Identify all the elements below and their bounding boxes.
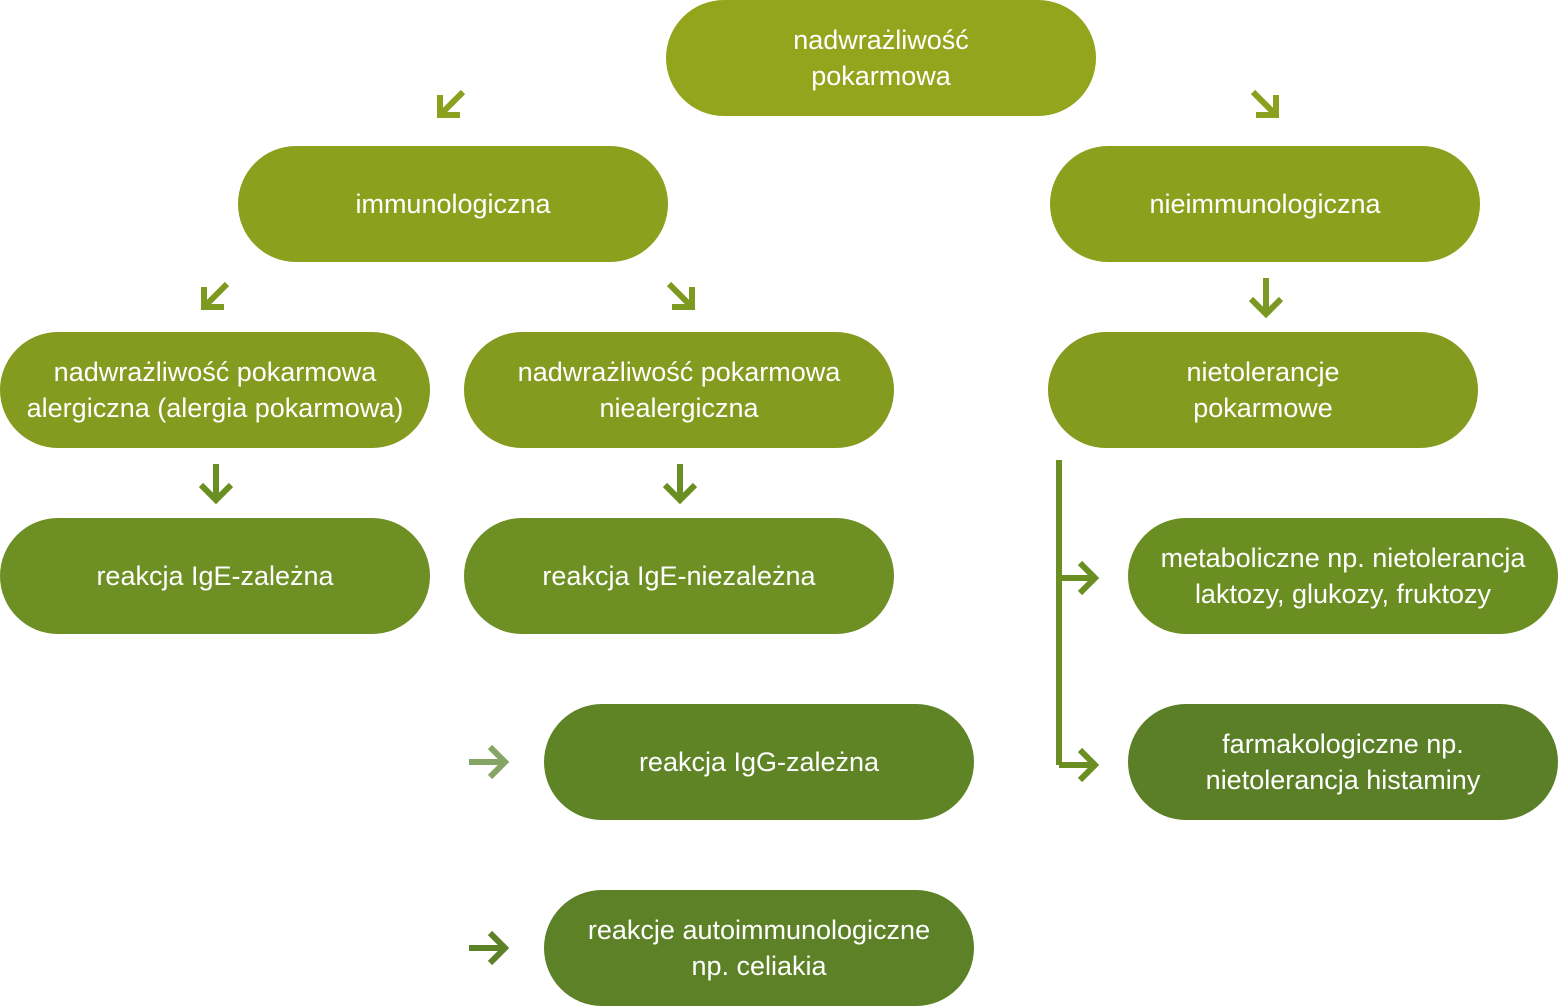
node-autoimmune: reakcje autoimmunologiczne np. celiakia — [544, 890, 974, 1006]
node-root: nadwrażliwość pokarmowa — [666, 0, 1096, 116]
node-nieimmunologiczna: nieimmunologiczna — [1050, 146, 1480, 262]
node-allergic-hypersensitivity: nadwrażliwość pokarmowa alergiczna (aler… — [0, 332, 430, 448]
node-igg-dependent: reakcja IgG-zależna — [544, 704, 974, 820]
node-metabolic: metaboliczne np. nietolerancja laktozy, … — [1128, 518, 1558, 634]
node-immunologiczna: immunologiczna — [238, 146, 668, 262]
node-food-intolerances: nietolerancje pokarmowe — [1048, 332, 1478, 448]
branch-intolerance — [1056, 460, 1100, 783]
arrow-nonallergic-to-ige-indep — [662, 464, 698, 505]
node-nonallergic-hypersensitivity: nadwrażliwość pokarmowa niealergiczna — [464, 332, 894, 448]
arrow-immuno-to-allergic — [201, 281, 230, 310]
node-pharmacological: farmakologiczne np. nietolerancja histam… — [1128, 704, 1558, 820]
node-ige-independent: reakcja IgE-niezależna — [464, 518, 894, 634]
arrow-to-igg-dep — [469, 744, 510, 780]
arrow-nonimmuno-to-intolerance — [1248, 278, 1284, 319]
arrow-root-to-immuno — [437, 89, 466, 118]
arrow-to-autoimmune — [469, 930, 510, 966]
node-ige-dependent: reakcja IgE-zależna — [0, 518, 430, 634]
arrow-root-to-nonimmuno — [1250, 89, 1279, 118]
arrow-immuno-to-nonallergic — [666, 281, 695, 310]
arrow-allergic-to-ige-dep — [198, 464, 234, 505]
